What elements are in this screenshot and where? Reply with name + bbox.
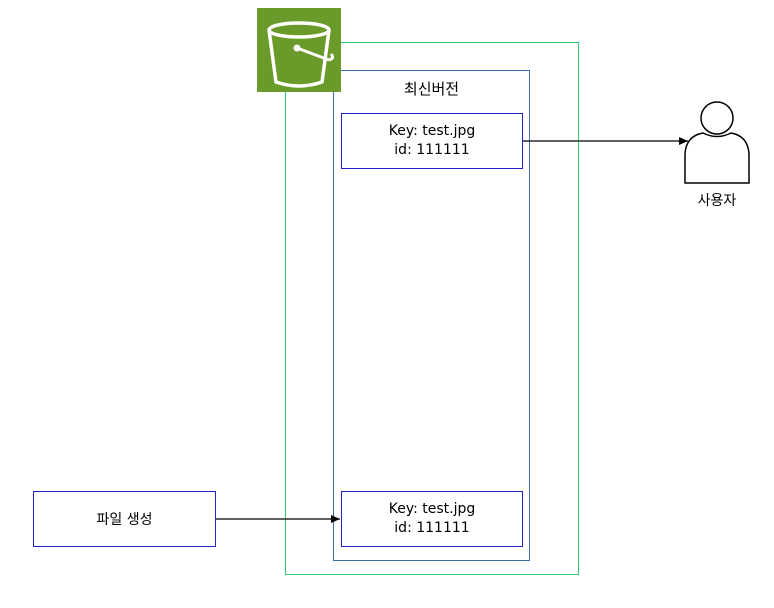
latest-object-box: Key: test.jpg id: 111111 — [341, 113, 523, 169]
file-create-box: 파일 생성 — [33, 491, 216, 547]
object-key-text: Key: test.jpg — [388, 501, 476, 517]
user-label: 사용자 — [697, 193, 737, 209]
latest-version-container — [333, 70, 530, 561]
s3-bucket-icon — [257, 8, 341, 92]
new-object-box: Key: test.jpg id: 111111 — [341, 491, 523, 547]
s3-bucket-container — [285, 42, 579, 575]
latest-version-label: 최신버전 — [403, 80, 460, 98]
object-key-text: Key: test.jpg — [388, 123, 476, 139]
user-icon — [684, 101, 750, 184]
file-create-label: 파일 생성 — [96, 512, 153, 528]
object-id-text: id: 111111 — [394, 142, 470, 158]
object-id-text: id: 111111 — [394, 520, 470, 536]
